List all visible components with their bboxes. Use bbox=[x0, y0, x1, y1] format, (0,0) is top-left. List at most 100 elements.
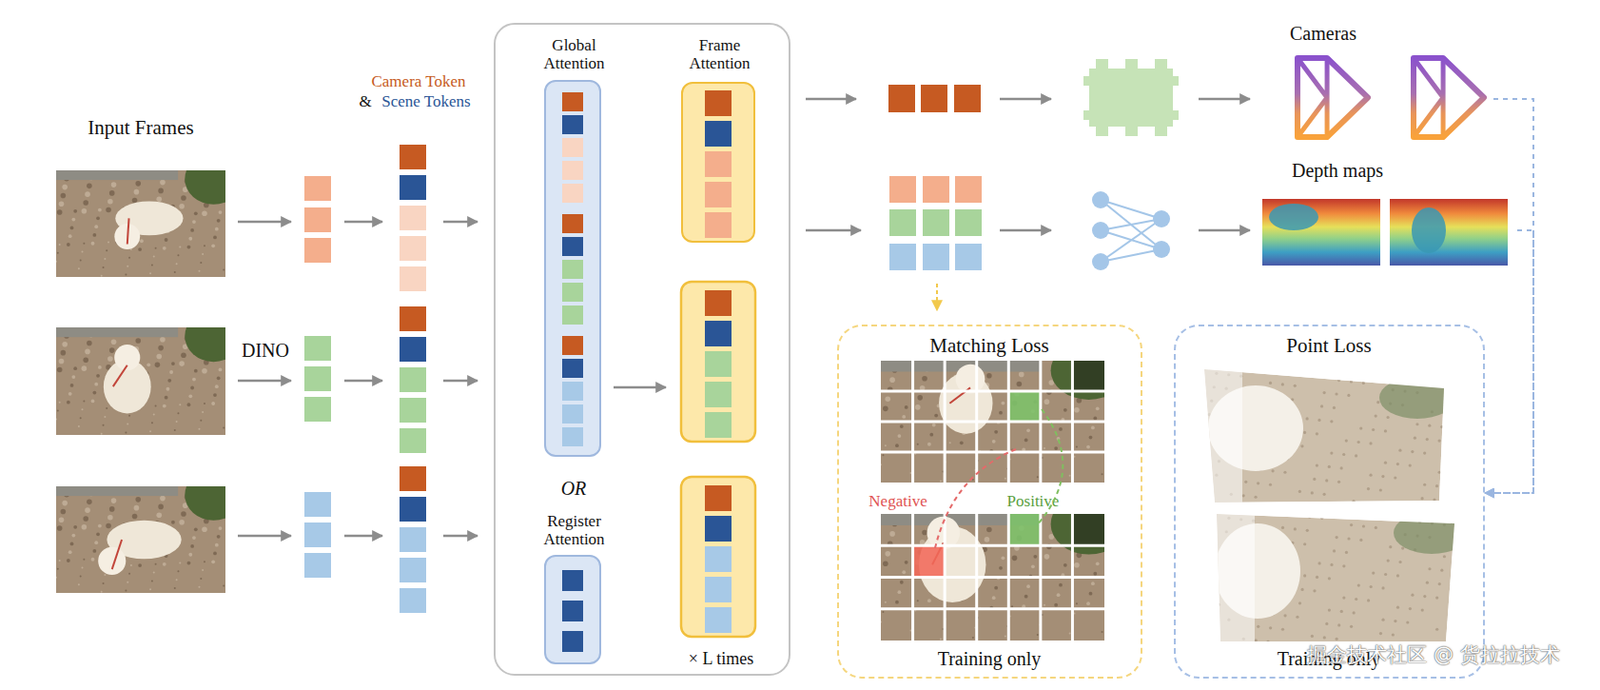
scene-token bbox=[955, 175, 982, 203]
attention-token bbox=[704, 576, 732, 603]
frame-token bbox=[399, 175, 427, 200]
frame-token bbox=[399, 428, 427, 453]
frame-token bbox=[399, 266, 427, 292]
attention-token bbox=[704, 90, 732, 117]
frame-token bbox=[399, 557, 427, 583]
frame-token bbox=[399, 336, 427, 362]
scene-token bbox=[955, 209, 982, 236]
camera-icon bbox=[1413, 58, 1484, 137]
attention-token bbox=[704, 290, 732, 316]
frame-token bbox=[399, 205, 427, 231]
scene-token bbox=[889, 243, 917, 271]
negative-link bbox=[934, 448, 1016, 552]
scene-token bbox=[922, 243, 950, 271]
alternative-label: OR bbox=[552, 477, 595, 499]
register-token bbox=[562, 600, 584, 622]
matching-loss-box: Matching LossNegativePositiveTraining on… bbox=[837, 324, 1143, 679]
frame-token bbox=[399, 397, 427, 423]
attention-token bbox=[562, 236, 584, 256]
frame-token bbox=[399, 526, 427, 552]
global-attention-box: Global Attention bbox=[544, 79, 602, 457]
attention-token bbox=[562, 137, 584, 157]
watermark: 掘金技术社区 @ 货拉拉技术 bbox=[1307, 643, 1560, 666]
input-frame bbox=[56, 327, 226, 435]
flow-arrow bbox=[805, 97, 857, 101]
register-token bbox=[562, 569, 584, 591]
patch-token bbox=[304, 396, 332, 422]
patch-grid-image bbox=[880, 513, 1105, 641]
dashed-arrow bbox=[936, 283, 938, 311]
attention-token bbox=[562, 214, 584, 234]
attention-token bbox=[562, 115, 584, 135]
output-heading: Cameras bbox=[1270, 22, 1376, 44]
flow-arrow bbox=[344, 379, 383, 383]
patch-grid bbox=[880, 513, 1105, 641]
flow-arrow bbox=[805, 229, 861, 233]
scene-token bbox=[955, 243, 982, 271]
attention-token bbox=[562, 259, 584, 279]
attention-token bbox=[704, 546, 732, 572]
flow-arrow bbox=[344, 220, 383, 224]
camera-output: Cameras bbox=[1288, 19, 1494, 143]
attention-token bbox=[562, 427, 584, 447]
flow-arrow bbox=[443, 534, 478, 538]
patch-grid-image bbox=[880, 360, 1105, 483]
legend-text: Camera Token bbox=[370, 73, 466, 92]
point-cloud bbox=[1202, 367, 1456, 503]
point-loss-box: Point LossTraining only bbox=[1173, 324, 1485, 679]
attention-token bbox=[704, 381, 732, 408]
register-token bbox=[562, 630, 584, 652]
patch-token bbox=[304, 491, 332, 517]
attention-token bbox=[562, 183, 584, 203]
flow-arrow bbox=[443, 379, 478, 383]
block-heading: Register Attention bbox=[530, 510, 619, 547]
attention-token bbox=[704, 181, 732, 208]
attention-token bbox=[562, 404, 584, 424]
camera-head bbox=[1083, 58, 1179, 137]
frame-token bbox=[399, 587, 427, 613]
camera-icon bbox=[1297, 58, 1368, 137]
patch-token bbox=[304, 335, 332, 361]
loss-heading: Matching Loss bbox=[875, 334, 1104, 358]
flow-arrow bbox=[237, 220, 292, 224]
dashed-connector bbox=[1484, 230, 1534, 493]
frame-attention-box bbox=[681, 281, 756, 442]
flow-arrow bbox=[443, 220, 478, 224]
patch-token bbox=[304, 552, 332, 578]
training-note: Training only bbox=[894, 647, 1085, 669]
legend-text: & bbox=[358, 93, 371, 112]
flow-arrow bbox=[999, 97, 1052, 101]
scene-token bbox=[922, 209, 950, 236]
attention-block: OR × L times Global Attention Frame Attenti… bbox=[493, 22, 791, 676]
scene-token bbox=[889, 175, 917, 203]
section-heading: Input Frames bbox=[87, 117, 194, 139]
depth-map bbox=[1389, 198, 1508, 266]
register-attention-box: Register Attention bbox=[544, 554, 602, 664]
repeat-count: × L times bbox=[668, 648, 774, 668]
attention-token bbox=[704, 411, 732, 438]
dashed-connector bbox=[1484, 98, 1534, 493]
encoder-label: DINO bbox=[241, 339, 290, 361]
block-heading: Frame Attention bbox=[676, 35, 764, 72]
flow-arrow bbox=[237, 379, 292, 383]
flow-arrow bbox=[613, 386, 666, 390]
depth-map bbox=[1262, 198, 1381, 266]
attention-token bbox=[704, 515, 732, 542]
frame-token bbox=[399, 367, 427, 392]
frame-token bbox=[399, 235, 427, 261]
loss-heading: Point Loss bbox=[1214, 334, 1444, 358]
positive-link bbox=[1036, 409, 1063, 526]
scene-token bbox=[889, 209, 917, 236]
patch-token bbox=[304, 207, 332, 233]
attention-token bbox=[562, 305, 584, 325]
depth-output: Depth maps bbox=[1253, 155, 1518, 272]
attention-token bbox=[562, 92, 584, 112]
attention-token bbox=[704, 351, 732, 377]
patch-token bbox=[304, 366, 332, 391]
attention-token bbox=[704, 606, 732, 633]
frame-token bbox=[399, 466, 427, 491]
camera-token bbox=[888, 84, 916, 113]
input-frame bbox=[56, 486, 226, 593]
input-frame bbox=[56, 170, 226, 277]
attention-token bbox=[704, 212, 732, 238]
